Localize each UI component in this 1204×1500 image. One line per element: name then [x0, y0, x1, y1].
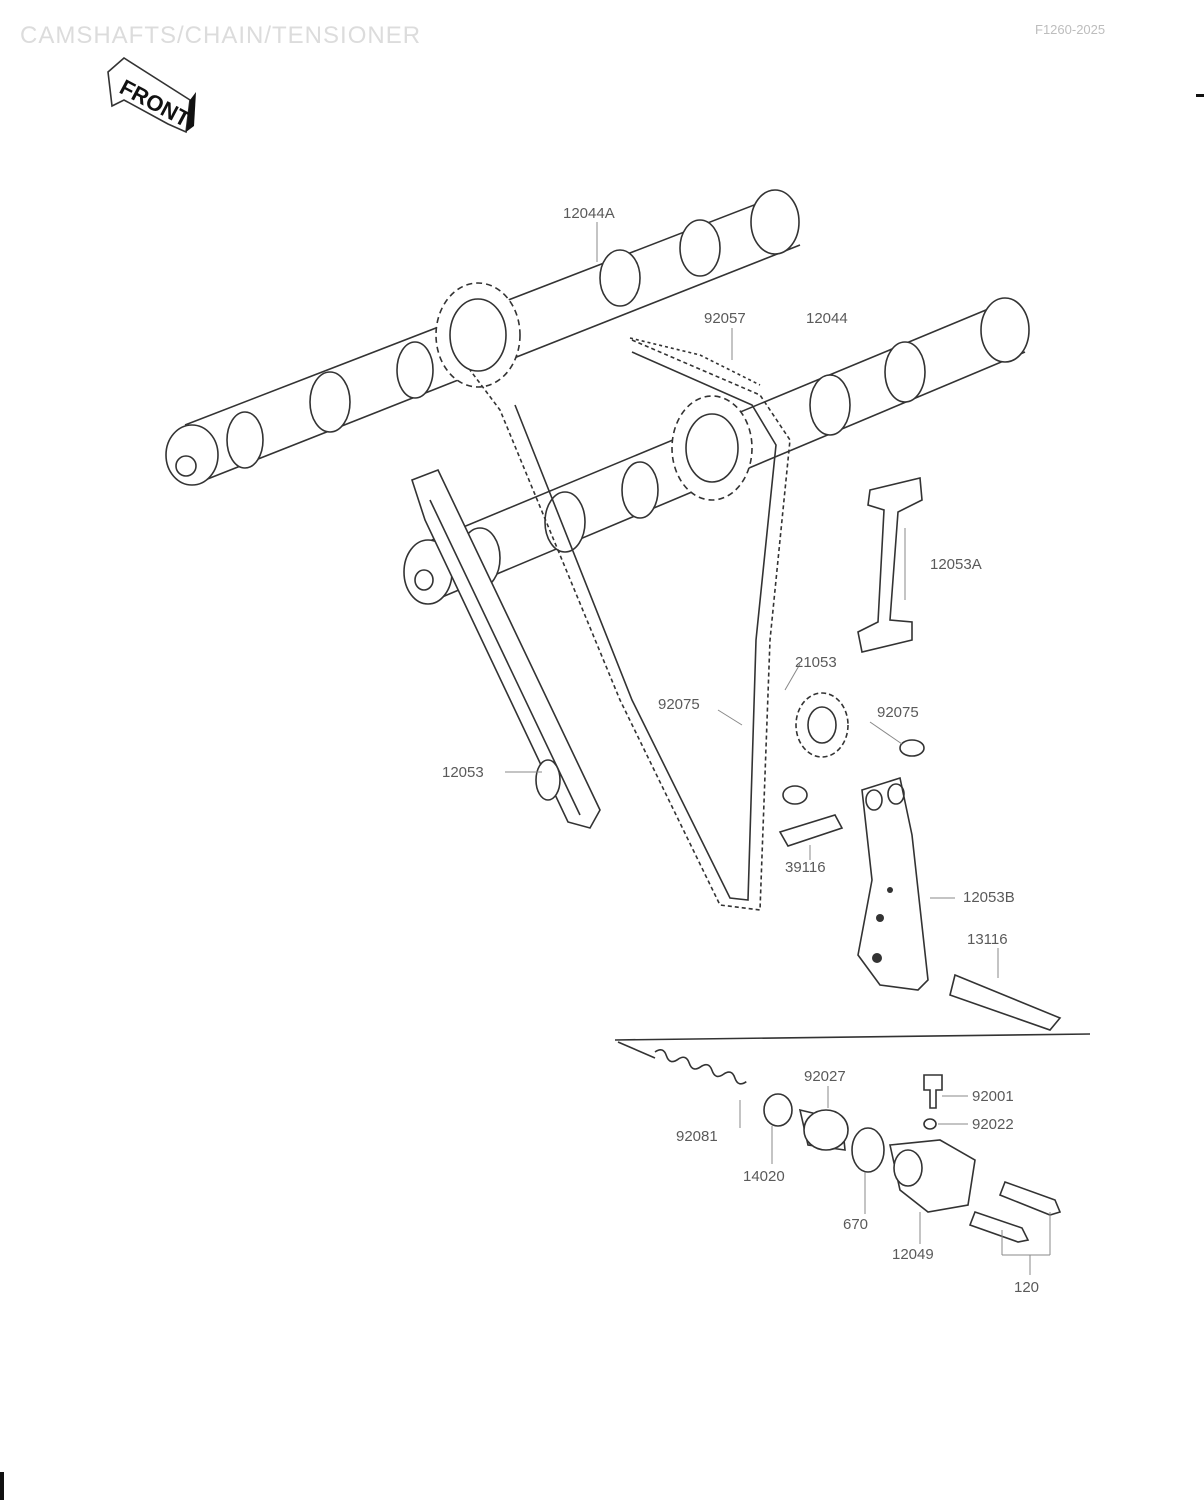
washer-92022 — [923, 1118, 937, 1130]
bolts-120 — [968, 1180, 1062, 1243]
front-arrow-icon: FRONT — [107, 57, 196, 134]
label-92075-right: 92075 — [877, 704, 919, 721]
sprocket-upper — [435, 282, 521, 388]
label-39116: 39116 — [785, 859, 826, 876]
label-13116: 13116 — [967, 931, 1008, 948]
label-92057: 92057 — [704, 310, 746, 327]
label-92022: 92022 — [972, 1116, 1014, 1133]
label-670: 670 — [843, 1216, 868, 1233]
label-12053: 12053 — [442, 764, 484, 781]
ball-14020 — [763, 1093, 793, 1127]
leader-lines — [505, 222, 1051, 1275]
label-92075-left: 92075 — [658, 696, 700, 713]
label-92081: 92081 — [676, 1128, 718, 1145]
cam-chain-92057 — [469, 337, 791, 911]
scan-mark-right — [1196, 94, 1204, 97]
bolt-13116 — [949, 973, 1062, 1031]
label-21053: 21053 — [795, 654, 837, 671]
tensioner-body-12049 — [889, 1139, 976, 1213]
pin-39116 — [778, 814, 844, 847]
divider-line — [614, 1033, 1091, 1041]
label-92001: 92001 — [972, 1088, 1014, 1105]
sprocket-lower — [671, 395, 753, 501]
page-title: CAMSHAFTS/CHAIN/TENSIONER — [20, 22, 422, 49]
pushrod-92027 — [798, 1108, 849, 1151]
label-12053a: 12053A — [930, 556, 982, 573]
label-120: 120 — [1014, 1279, 1039, 1296]
label-12044: 12044 — [806, 310, 848, 327]
spring-92081 — [617, 1041, 747, 1085]
idler-sprocket-21053 — [795, 692, 849, 758]
rubber-92075-left — [782, 785, 808, 805]
chain-guide-12053b — [857, 776, 929, 991]
scan-mark-left — [0, 1472, 4, 1500]
chain-guide-12053 — [411, 468, 601, 829]
rubber-92075-right — [899, 739, 925, 757]
label-92027: 92027 — [804, 1068, 846, 1085]
o-ring-670 — [851, 1127, 885, 1173]
label-12044a: 12044A — [563, 205, 615, 222]
chain-guide-12053a — [857, 477, 923, 653]
label-12049: 12049 — [892, 1246, 934, 1263]
label-12053b: 12053B — [963, 889, 1015, 906]
bolt-92001 — [923, 1074, 943, 1109]
page-code: F1260-2025 — [1035, 22, 1106, 37]
label-14020: 14020 — [743, 1168, 785, 1185]
